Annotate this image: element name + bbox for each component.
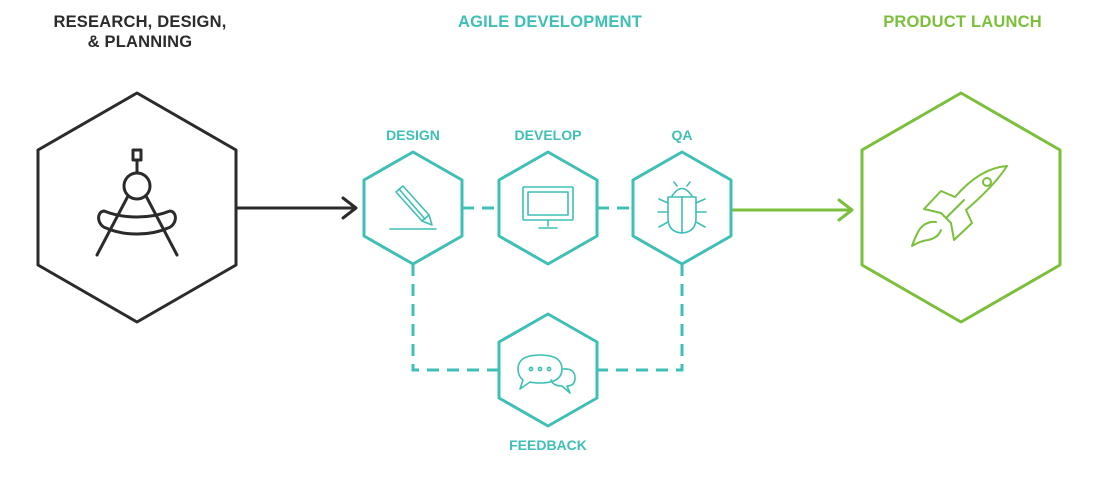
pencil-icon (389, 185, 437, 230)
research-hexagon (36, 91, 238, 324)
design-hexagon (362, 150, 464, 266)
rocket-icon (911, 165, 1008, 247)
qa-feedback-connector (596, 264, 684, 372)
launch-heading: PRODUCT LAUNCH (883, 13, 1042, 31)
develop-hexagon (497, 150, 599, 266)
launch-hexagon (860, 91, 1062, 324)
qa-label: QA (671, 127, 693, 143)
develop-label: DEVELOP (514, 127, 582, 143)
agile-heading: AGILE DEVELOPMENT (458, 13, 642, 31)
compass-icon (95, 148, 179, 257)
agile-loop-connectors (411, 206, 684, 372)
design-label: DESIGN (386, 127, 440, 143)
chat-bubbles-icon (517, 354, 576, 394)
bug-icon (657, 181, 707, 234)
monitor-icon (522, 186, 574, 229)
feedback-label: FEEDBACK (509, 437, 587, 453)
research-to-design-arrow (234, 196, 358, 220)
research-heading: RESEARCH, DESIGN, & PLANNING (53, 13, 227, 51)
qa-hexagon (631, 150, 733, 266)
design-feedback-connector (411, 264, 500, 372)
qa-to-launch-arrow (729, 198, 854, 222)
feedback-hexagon (497, 312, 599, 428)
